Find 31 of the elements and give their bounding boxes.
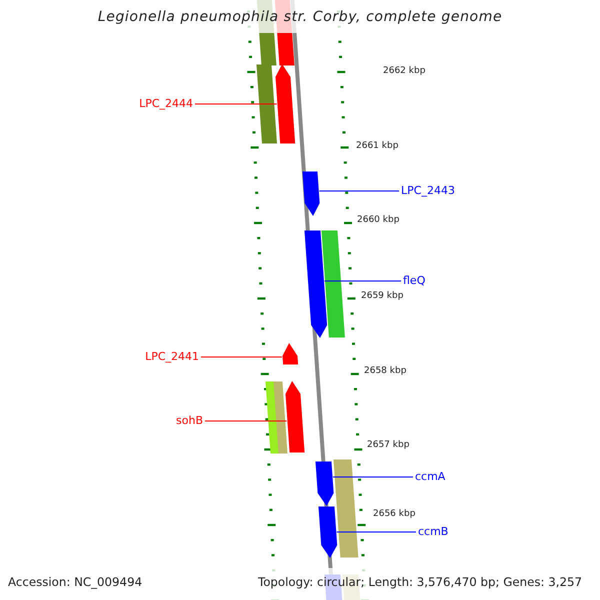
gene-label: LPC_2443 [401,184,455,196]
leader-line [324,280,402,282]
leader-line [332,476,414,478]
accession-text: Accession: NC_009494 [8,575,142,589]
gene-feature [256,64,278,144]
scale-label: 2656 kbp [373,509,416,519]
gene-feature [282,343,298,365]
gene-label: LPC_2441 [145,350,199,362]
gene-feature [273,381,288,454]
gene-feature [304,230,328,338]
scale-label: 2658 kbp [364,366,406,376]
gene-feature [284,381,305,453]
gene-feature [333,459,359,558]
gene-label: LPC_2444 [139,96,193,110]
gene-feature [274,64,296,144]
genome-info-text: Topology: circular; Length: 3,576,470 bp; Genes: 3,257 [258,568,582,600]
gene-feature [321,230,346,338]
leader-line [204,420,288,422]
gene-label: sohB [176,414,203,426]
scale-label: 2661 kbp [356,141,398,151]
leader-line [318,190,400,192]
gene-label: ccmB [418,524,448,538]
leader-line [200,356,282,358]
gene-label: ccmA [415,470,446,482]
scale-label: 2662 kbp [383,66,426,76]
gene-feature [302,171,320,216]
scale-label: 2657 kbp [367,440,410,450]
scale-label: 2659 kbp [361,291,404,301]
scale-label: 2660 kbp [357,215,400,225]
gene-feature [318,506,338,558]
gene-label: fleQ [403,274,426,286]
